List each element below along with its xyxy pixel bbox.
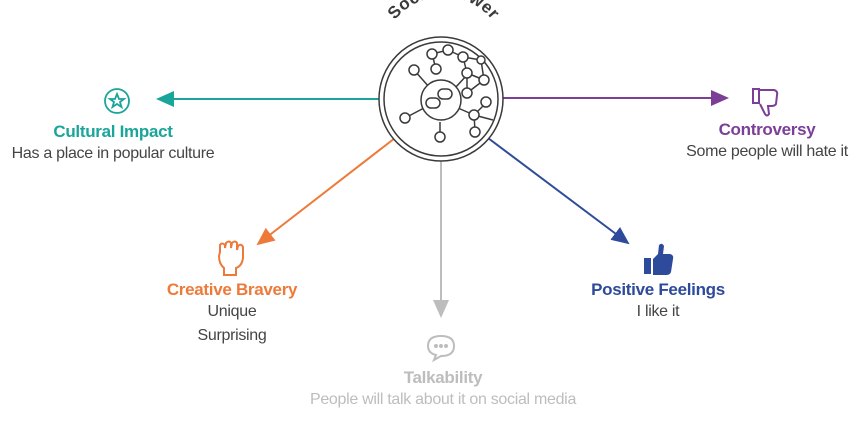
arrow-creative [256,137,396,246]
node-title: Creative Bravery [166,280,298,299]
center-title: Social Power [384,0,503,23]
node-title: Positive Feelings [591,280,725,299]
social-network-chat-icon [378,36,504,162]
node-desc: Unique [207,303,257,320]
thumbs-up-icon [644,243,674,275]
node-desc: Some people will hate it [686,143,848,160]
node-creative-bravery: Creative Bravery Unique Surprising [166,280,298,348]
node-desc: Has a place in popular culture [11,145,215,162]
node-cultural-impact: Cultural Impact Has a place in popular c… [12,122,215,166]
node-desc: People will talk about it on social medi… [309,391,577,408]
thumbs-down-icon [752,88,779,117]
speech-bubble-icon [426,334,456,363]
node-title: Cultural Impact [53,122,173,141]
star-circle-icon [104,88,130,114]
node-desc: I like it [636,303,680,320]
node-controversy: Controversy Some people will hate it [686,120,848,164]
node-desc: Surprising [197,327,267,344]
node-title: Controversy [718,120,816,139]
svg-text:Social Power: Social Power [384,0,504,23]
node-title: Talkability [403,368,483,387]
node-positive-feelings: Positive Feelings I like it [591,280,725,324]
node-talkability: Talkability People will talk about it on… [310,368,576,412]
arrow-positive [487,137,630,245]
raised-fist-icon [217,240,244,276]
